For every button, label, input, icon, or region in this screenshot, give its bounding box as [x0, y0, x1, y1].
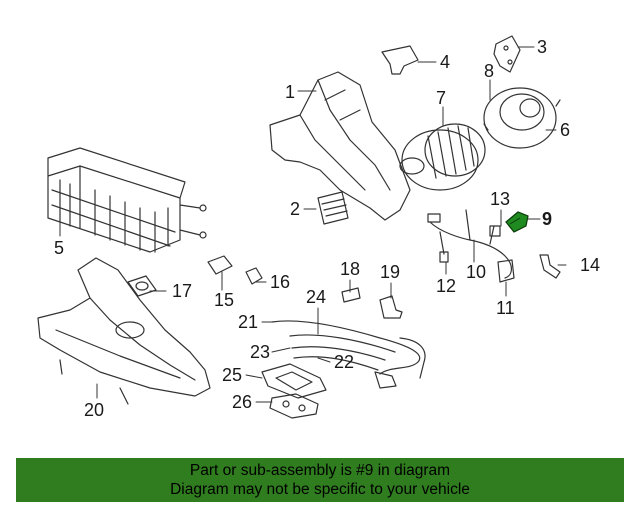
- callout-7: 7: [436, 88, 446, 108]
- wiring-harness-part: [427, 209, 512, 279]
- callout-23: 23: [250, 342, 270, 362]
- bracket-part: [493, 35, 521, 73]
- callout-24: 24: [306, 287, 326, 307]
- callout-18: 18: [340, 259, 360, 279]
- evaporator-core-part: [47, 147, 207, 253]
- leader-lines: [59, 46, 567, 403]
- callout-3: 3: [537, 37, 547, 57]
- blower-motor-part: [399, 123, 486, 191]
- lines-group: [271, 320, 426, 389]
- parts-diagram: 1 2 3 4 5 6 7 8 9 10 11 12 13 14 15 16 1…: [37, 35, 600, 420]
- connector-part: [497, 259, 515, 283]
- callout-21: 21: [238, 312, 258, 332]
- banner-line-1: Part or sub-assembly is #9 in diagram: [189, 462, 451, 479]
- highlighted-part-9: [505, 211, 529, 233]
- callout-9: 9: [542, 209, 552, 229]
- callout-1: 1: [285, 82, 295, 102]
- seals-group: [261, 363, 327, 419]
- callout-4: 4: [440, 52, 450, 72]
- callout-8: 8: [484, 61, 494, 81]
- upper-housing-part: [269, 71, 411, 221]
- callout-5: 5: [54, 238, 64, 258]
- callout-11: 11: [496, 298, 515, 318]
- callout-26: 26: [232, 392, 252, 412]
- callout-6: 6: [560, 120, 570, 140]
- small-parts-group: [127, 255, 263, 297]
- callout-19: 19: [380, 262, 400, 282]
- callout-10: 10: [466, 262, 486, 282]
- callout-13: 13: [490, 189, 510, 209]
- callout-22: 22: [334, 352, 354, 372]
- blower-cover-part: [483, 87, 561, 149]
- sensor-part: [539, 254, 561, 279]
- callout-16: 16: [270, 272, 290, 292]
- banner-line-2: Diagram may not be specific to your vehi…: [170, 481, 470, 498]
- fittings-group: [341, 287, 403, 319]
- filter-part: [317, 191, 349, 225]
- callout-14: 14: [580, 255, 600, 275]
- callout-17: 17: [172, 281, 192, 301]
- callout-labels: 1 2 3 4 5 6 7 8 9 10 11 12 13 14 15 16 1…: [54, 37, 600, 420]
- actuator-part: [381, 45, 419, 75]
- callout-25: 25: [222, 365, 242, 385]
- callout-20: 20: [84, 400, 104, 420]
- callout-2: 2: [290, 199, 300, 219]
- lower-housing-part: [37, 257, 211, 405]
- info-banner: Part or sub-assembly is #9 in diagram Di…: [16, 458, 624, 502]
- callout-12: 12: [436, 276, 456, 296]
- callout-15: 15: [214, 290, 234, 310]
